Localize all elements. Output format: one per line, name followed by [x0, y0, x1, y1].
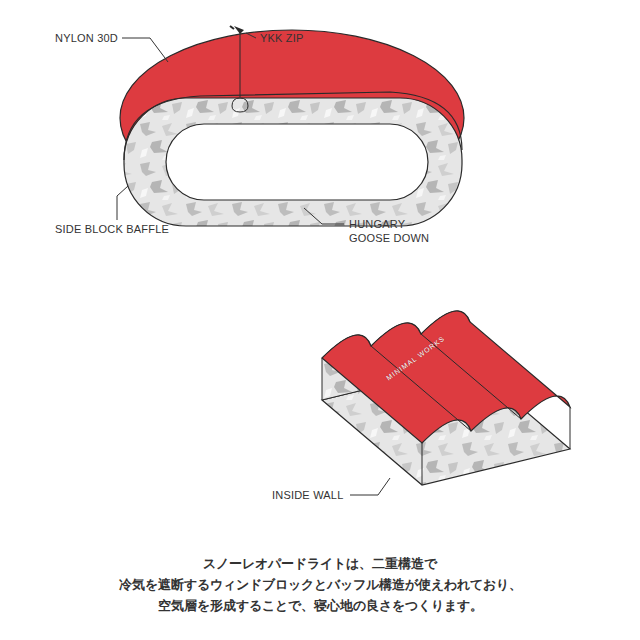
baffle-structure [322, 311, 570, 485]
part-label: HUNGARY GOOSE DOWN [349, 217, 437, 245]
caption: スノーレオパードライトは、二重構造で 冷気を遮断するウィンドブロックとバッフル構… [100, 553, 540, 616]
bag-section [120, 26, 464, 226]
leader-lines [117, 33, 390, 495]
part-label: SIDE BLOCK BAFFLE [55, 222, 169, 236]
part-label: NYLON 30D [55, 31, 118, 45]
part-label: INSIDE WALL [272, 488, 343, 502]
part-label: YKK ZIP [260, 31, 304, 45]
